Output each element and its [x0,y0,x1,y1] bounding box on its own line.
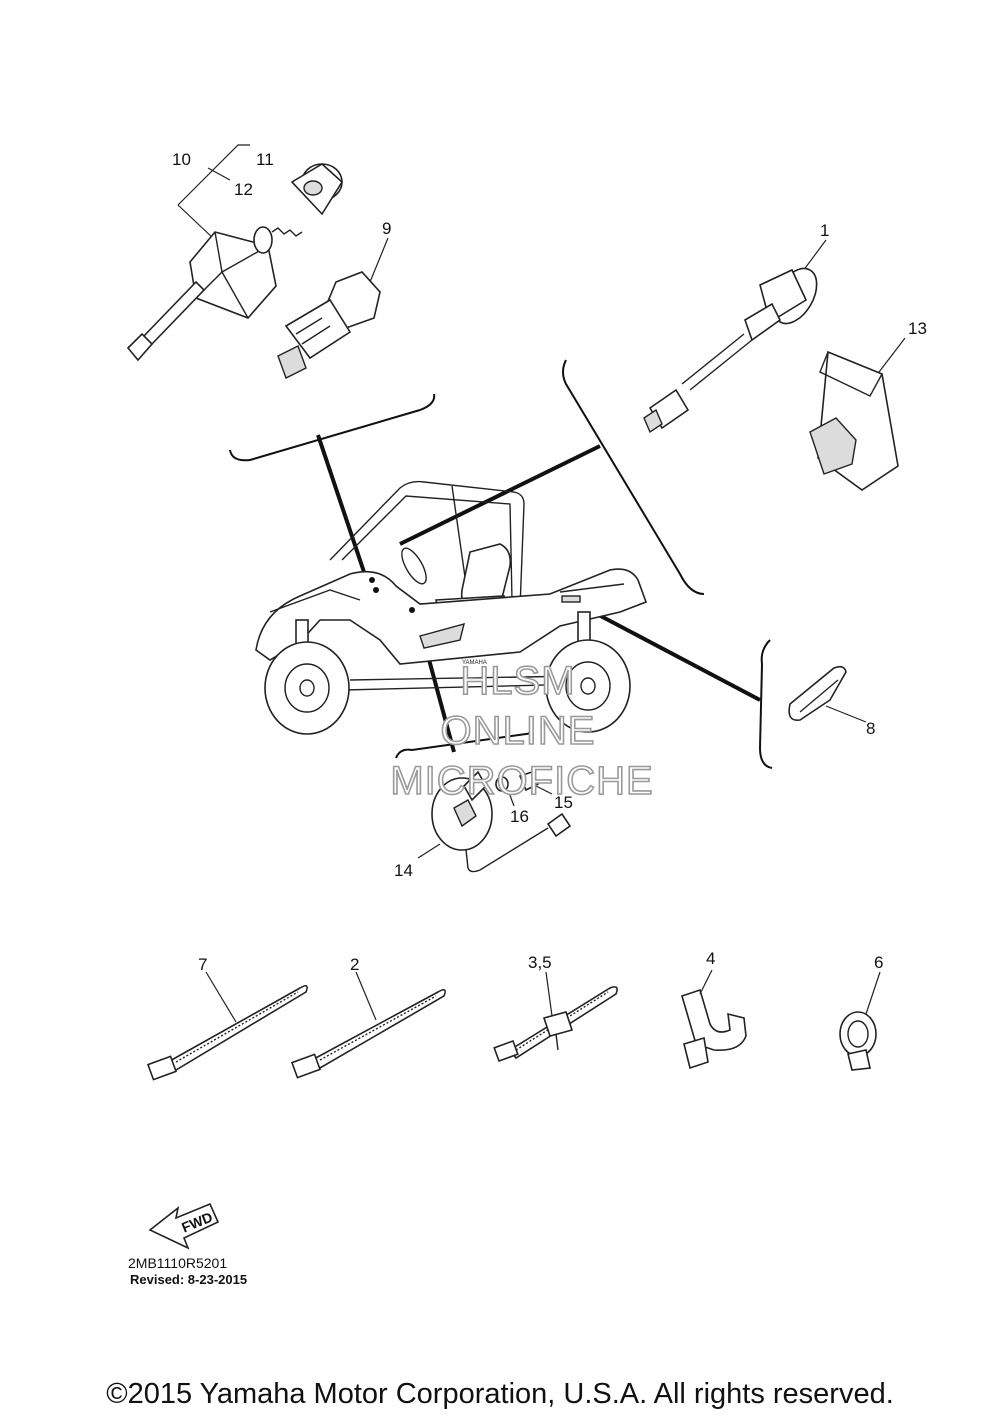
callout-12: 12 [234,180,253,199]
revised-date: Revised: 8-23-2015 [130,1272,247,1287]
utv-vehicle-illustration: YAMAHA [255,480,648,735]
diagram-code: 2MB1110R5201 [128,1255,227,1271]
clamp-6 [839,971,881,1071]
callout-9: 9 [382,219,391,238]
watermark: HLSM ONLINE MICROFICHE [390,658,654,804]
relay-box-part [809,337,906,491]
callout-7: 7 [198,955,207,974]
callout-1: 1 [820,221,829,240]
callout-8: 8 [866,719,875,738]
callout-14: 14 [394,861,413,880]
power-socket-part [643,239,827,434]
callout-13: 13 [908,319,927,338]
horn-part [417,770,572,873]
watermark-line-3: MICROFICHE [390,759,653,803]
copyright-notice: ©2015 Yamaha Motor Corporation, U.S.A. A… [106,1378,894,1410]
watermark-line-2: ONLINE [441,709,596,753]
vehicle-badge: YAMAHA [462,660,487,666]
sensor-part [277,237,389,379]
callout-3-5: 3,5 [528,953,552,972]
callout-4: 4 [706,949,715,968]
switch-assembly [126,144,344,362]
callout-15: 15 [554,793,573,812]
callout-6: 6 [874,953,883,972]
cushion-part [788,665,867,723]
cable-tie-7 [146,971,308,1081]
callout-10: 10 [172,150,191,169]
callout-16: 16 [510,807,529,826]
cable-tie-2 [290,971,446,1079]
cable-tie-3-5 [493,971,618,1063]
callout-11: 11 [256,150,274,169]
callout-2: 2 [350,955,359,974]
clamp-4 [681,969,747,1070]
callout-labels: 10 11 12 9 1 13 8 15 16 14 7 2 3,5 4 6 [172,150,927,974]
vehicle-callout-brackets [229,359,773,769]
fwd-arrow: FWD [148,1202,220,1250]
watermark-line-1: HLSM [460,659,575,703]
